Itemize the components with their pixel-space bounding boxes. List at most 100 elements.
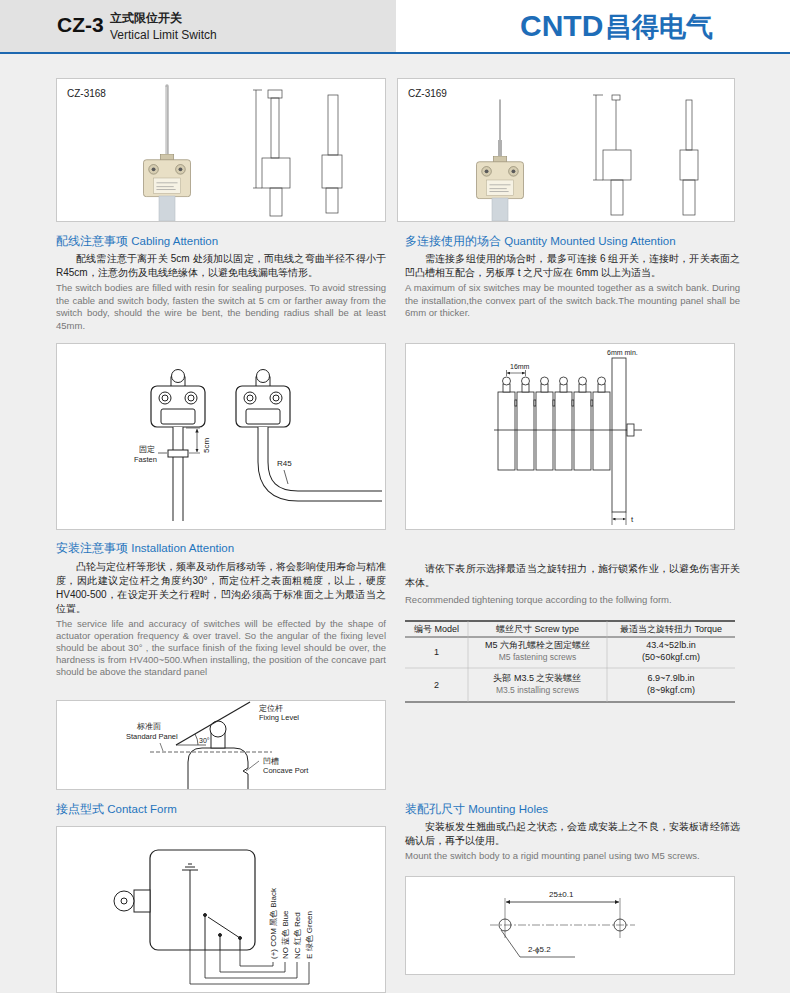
outline-drawing bbox=[680, 150, 698, 180]
table-rule bbox=[405, 637, 735, 638]
section-heading: 装配孔尺寸 Mounting Holes bbox=[405, 802, 548, 816]
table-cell: (8~9kgf.cm) bbox=[607, 685, 735, 696]
contact-figure bbox=[185, 867, 195, 868]
table-cell: 43.4~52lb.in bbox=[607, 640, 735, 651]
table-cell: M3.5 installing screws bbox=[468, 685, 607, 696]
figure-panel: CZ-3168 bbox=[56, 78, 386, 222]
switch-bank-figure bbox=[494, 430, 642, 431]
body-text-en: Recommended tightening torque according … bbox=[405, 594, 740, 607]
outline-drawing bbox=[612, 95, 620, 100]
switch-bank-figure bbox=[536, 392, 553, 470]
body-text-en: The service life and accuracy of switche… bbox=[56, 618, 386, 678]
outline-drawing bbox=[256, 90, 257, 188]
mounting-hole-figure bbox=[506, 902, 619, 903]
header-band bbox=[396, 0, 790, 52]
outline-drawing bbox=[603, 150, 631, 180]
switch-bank-figure bbox=[555, 392, 572, 470]
dimension: 16mm bbox=[510, 362, 529, 371]
section-heading: 接点型式 Contact Form bbox=[56, 802, 177, 816]
dimension: 6mm min. bbox=[607, 348, 638, 357]
contact-figure bbox=[220, 935, 221, 950]
model-label: CZ-3169 bbox=[408, 87, 447, 100]
contact-figure bbox=[190, 950, 309, 984]
installation-figure bbox=[150, 702, 272, 789]
panel-ground bbox=[56, 343, 386, 530]
part-label: 固定 bbox=[139, 445, 155, 455]
installation-figure bbox=[188, 748, 248, 789]
panel-ground bbox=[397, 78, 735, 222]
section-heading: 安装注意事项 Installation Attention bbox=[56, 541, 234, 555]
body-text: 需连接多组使用的场合时，最多可连接 6 组开关，连接时，开关表面之凹凸槽相互配合… bbox=[405, 252, 740, 280]
outline-drawing bbox=[326, 188, 338, 213]
outline-drawing bbox=[686, 100, 692, 150]
terminal-label: NO 蓝色 Blue bbox=[281, 911, 291, 959]
table-rule bbox=[468, 621, 469, 702]
switch-bank-figure bbox=[494, 358, 642, 525]
figure-panel: 固定Fasten5cmR45 bbox=[56, 343, 386, 530]
figure-panel: 标准面Standard Panel30°定位杆Fixing Level凹槽Con… bbox=[56, 700, 386, 790]
cabling-figure bbox=[236, 370, 290, 428]
outline-drawing bbox=[271, 98, 279, 158]
switch-bank-figure bbox=[507, 373, 525, 374]
switch-bank-figure bbox=[574, 392, 591, 470]
contact-figure bbox=[150, 850, 255, 950]
cabling-figure bbox=[186, 428, 200, 429]
switch-photo bbox=[166, 87, 167, 157]
table-rule bbox=[405, 668, 735, 669]
switch-photo bbox=[143, 154, 190, 197]
table-rule bbox=[405, 620, 735, 622]
mounting-hole-figure bbox=[501, 930, 575, 957]
body-text: 请依下表所示选择最适当之旋转扭力，施行锁紧作业，以避免伤害开关本体。 bbox=[405, 562, 740, 590]
part-label: 凹槽 bbox=[263, 757, 279, 766]
switch-bank-figure bbox=[612, 512, 613, 525]
table-cell: 6.9~7.9lb.in bbox=[607, 673, 735, 684]
outline-drawing bbox=[253, 90, 698, 216]
table-cell: M5 fastening screws bbox=[468, 652, 607, 663]
installation-figure bbox=[160, 743, 163, 751]
dimension: R45 bbox=[277, 459, 292, 469]
table-header: 最适当之旋转扭力 Torque bbox=[607, 624, 735, 635]
switch-photo bbox=[499, 100, 501, 145]
section-heading: 配线注意事项 Cabling Attention bbox=[56, 234, 218, 248]
cabling-figure bbox=[168, 450, 188, 457]
installation-figure bbox=[246, 761, 259, 771]
mounting-hole-figure bbox=[620, 898, 621, 938]
header-band bbox=[0, 52, 790, 54]
figure-panel: 25±0.12-ϕ5.2 bbox=[405, 876, 735, 975]
switch-bank-figure bbox=[613, 519, 626, 520]
table-cell: 2 bbox=[405, 680, 468, 691]
switch-bank-figure bbox=[525, 370, 526, 376]
switch-bank-figure bbox=[517, 392, 534, 470]
mounting-hole-figure bbox=[490, 898, 635, 957]
switch-photo bbox=[159, 196, 175, 221]
contact-figure bbox=[208, 917, 240, 938]
cabling-figure bbox=[151, 370, 383, 522]
dimension: 30° bbox=[199, 736, 210, 745]
outline-drawing bbox=[683, 180, 695, 215]
figure-panel: (+) COM 黑色 BlackNO 蓝色 BlueNC 红色 RedE 绿色 … bbox=[56, 826, 386, 993]
part-label: Concave Port bbox=[263, 766, 308, 775]
outline-drawing bbox=[596, 95, 597, 180]
mounting-hole-figure bbox=[505, 898, 506, 938]
cabling-figure bbox=[263, 427, 383, 496]
panel-ground bbox=[56, 700, 386, 790]
panel-ground bbox=[405, 343, 735, 530]
body-text-en: A maximum of six switches may be mounted… bbox=[405, 282, 740, 320]
body-text-en: The switch bodies are filled with resin … bbox=[56, 282, 386, 332]
switch-bank-figure bbox=[541, 377, 549, 385]
terminal-label: NC 红色 Red bbox=[293, 912, 303, 959]
outline-drawing bbox=[322, 155, 342, 188]
mounting-hole-figure bbox=[499, 919, 511, 931]
body-text-en: Mount the switch body to a rigid mountin… bbox=[405, 850, 740, 863]
cabling-figure bbox=[263, 427, 382, 496]
part-label: Standard Panel bbox=[126, 732, 178, 741]
outline-drawing bbox=[268, 90, 282, 98]
cabling-figure bbox=[173, 427, 184, 521]
outline-drawing bbox=[616, 100, 617, 150]
outline-drawing bbox=[270, 188, 282, 216]
dimension: 2-ϕ5.2 bbox=[528, 945, 551, 955]
installation-figure bbox=[176, 745, 206, 746]
cabling-figure bbox=[158, 453, 167, 454]
table-cell: M5 六角孔螺栓之固定螺丝 bbox=[468, 640, 607, 651]
